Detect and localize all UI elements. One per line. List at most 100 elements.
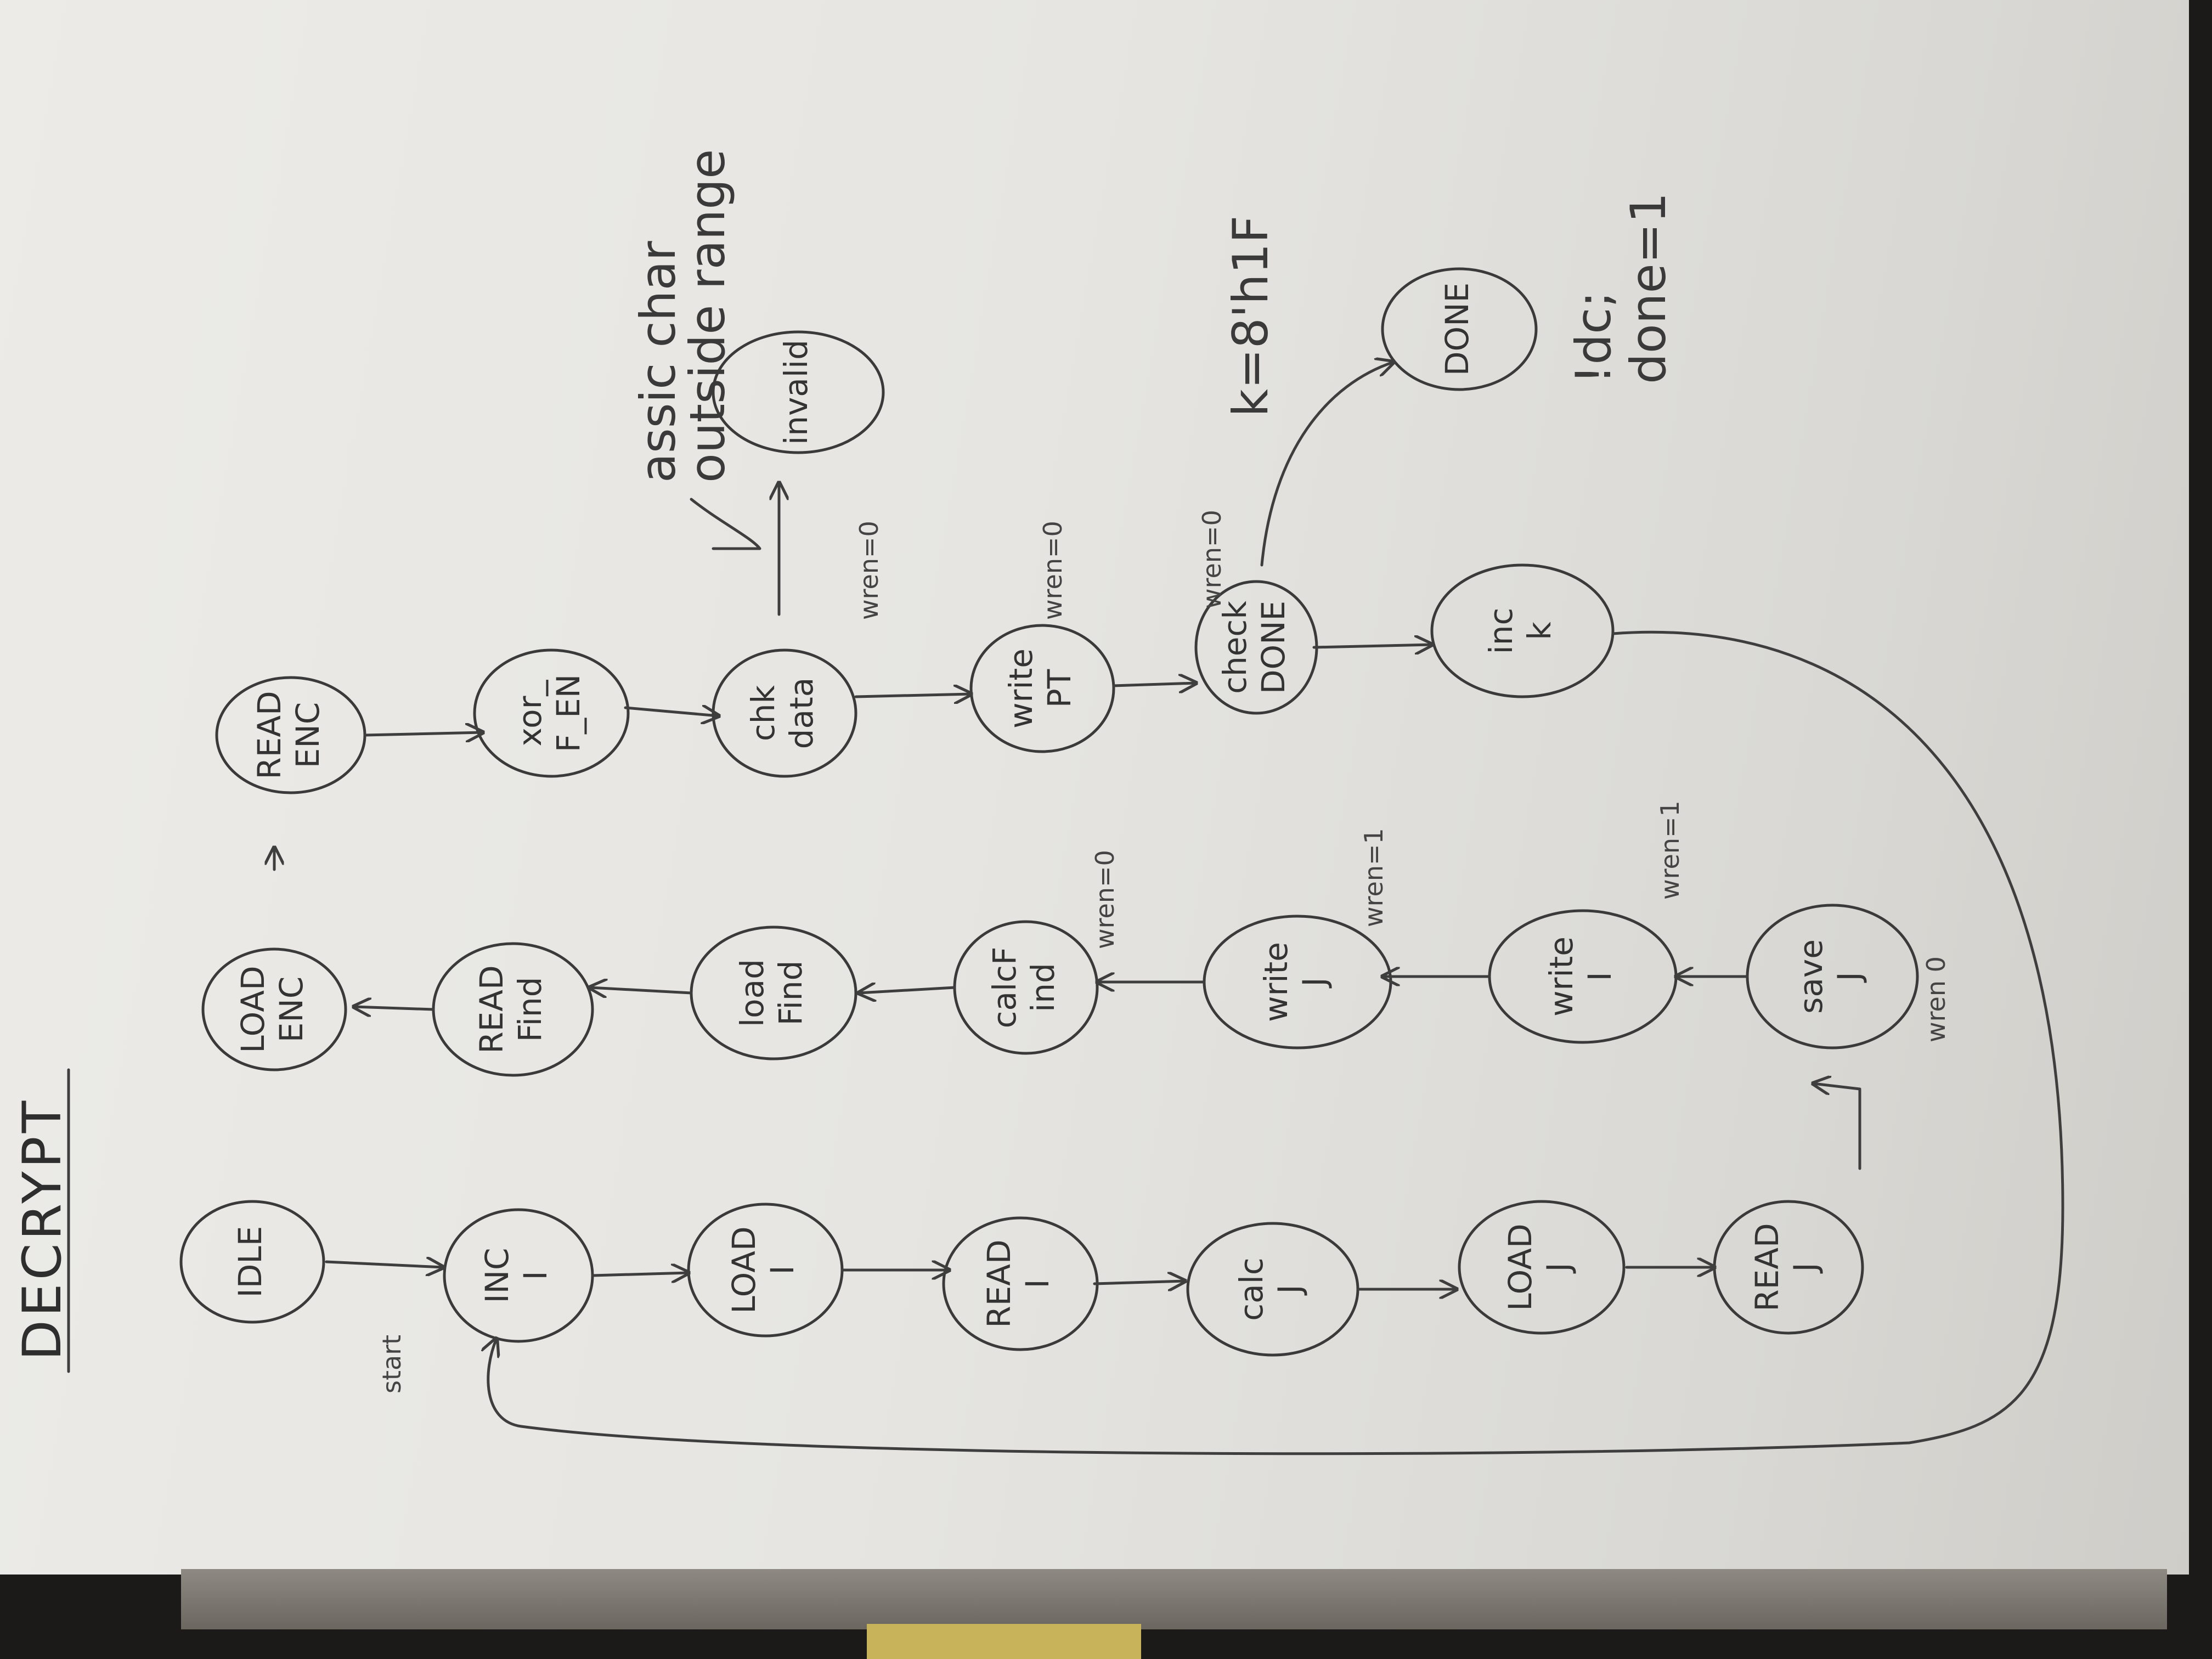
state-label-inc-i-0: INC: [478, 1248, 516, 1304]
state-node-idle: IDLE: [179, 1200, 325, 1324]
sticky-note-edge: [867, 1624, 1141, 1659]
edge-write-pt-check-done: [1112, 683, 1196, 686]
state-label-calc-find-0: calcF: [986, 947, 1023, 1029]
done-note-line1: !dc;: [1565, 291, 1622, 384]
state-label-invalid-0: invalid: [777, 340, 815, 445]
state-label-write-pt-0: write: [1002, 648, 1040, 729]
state-label-read-find-0: READ: [473, 965, 510, 1053]
state-label-calc-j-0: calc: [1233, 1257, 1270, 1321]
state-label-load-find-1: Find: [772, 961, 809, 1026]
diagram-title: DECRYPT: [12, 1098, 73, 1361]
start-label: start: [377, 1335, 407, 1393]
wren-chk-data-label: wren=0: [854, 521, 884, 620]
edge-check-done-inc-k: [1312, 645, 1432, 647]
paper-sheet: [0, 0, 2189, 1575]
state-label-write-i-1: I: [1581, 972, 1618, 981]
state-node-xor-flen: xor_F_EN: [473, 648, 630, 778]
state-circle-done: [1381, 267, 1538, 391]
state-label-check-done-0: check: [1216, 601, 1254, 694]
edge-chk-data-write-pt: [854, 694, 971, 697]
state-label-read-i-1: I: [1019, 1279, 1056, 1288]
state-label-write-j-1: J: [1296, 977, 1333, 988]
edge-read-j-save-j: [1813, 1084, 1861, 1170]
state-label-calc-find-1: ind: [1024, 963, 1062, 1012]
done-note-line2: done=1: [1620, 193, 1677, 384]
state-circle-inc-k: [1430, 563, 1615, 698]
state-label-idle-0: IDLE: [232, 1226, 269, 1298]
state-label-write-i-0: write: [1543, 936, 1580, 1017]
state-label-calc-j-1: J: [1271, 1284, 1308, 1295]
edge-read-enc-xor: [363, 732, 483, 735]
state-label-read-enc-0: READ: [251, 691, 288, 779]
state-label-read-j-1: J: [1787, 1262, 1824, 1273]
state-label-save-j-0: save: [1792, 939, 1830, 1014]
edge-idle-inc-i: [325, 1262, 443, 1267]
state-label-chk-data-0: chk: [744, 685, 782, 741]
edge-load-find-read-find: [590, 988, 693, 993]
state-circle-load-enc: [201, 947, 347, 1071]
wren-save-j-label: wren 0: [1921, 956, 1951, 1042]
edge-calc-find-load-find: [859, 988, 956, 993]
state-circle-load-j: [1458, 1200, 1626, 1335]
state-circle-idle: [179, 1200, 325, 1324]
state-label-save-j-1: J: [1831, 972, 1868, 983]
edge-xor-chk-data: [624, 708, 719, 716]
edge-inc-k-loop: [488, 630, 2064, 1455]
invalid-note-line1: assic char: [630, 240, 686, 483]
state-node-invalid: invalid: [712, 330, 885, 454]
invalid-note-line2: outside range: [679, 149, 736, 483]
state-label-read-enc-1: ENC: [289, 702, 326, 769]
wren-check-done-label: wren=0: [1197, 510, 1227, 609]
state-label-load-j-0: LOAD: [1502, 1223, 1539, 1311]
state-label-load-i-1: I: [764, 1265, 801, 1274]
state-label-check-done-1: DONE: [1255, 601, 1292, 694]
state-label-load-find-0: load: [733, 959, 771, 1027]
state-label-inc-k-0: inc: [1482, 608, 1520, 654]
edge-read-i-calc-j: [1093, 1281, 1185, 1284]
state-node-done: DONE: [1381, 267, 1538, 391]
state-label-read-i-0: READ: [980, 1239, 1018, 1328]
state-label-load-i-0: LOAD: [725, 1226, 763, 1313]
edge-read-find-load-enc: [354, 1007, 435, 1009]
state-circle-invalid: [712, 330, 885, 454]
invalid-note-pointer: [690, 498, 761, 550]
wren-write-j-label: wren=1: [1359, 828, 1389, 927]
wren-write-pt-label: wren=0: [1038, 521, 1068, 620]
state-label-chk-data-1: data: [783, 678, 820, 749]
wren-write-i-label: wren=1: [1655, 800, 1685, 900]
done-condition-label: k=8'h1F: [1222, 216, 1279, 417]
state-label-inc-k-1: k: [1521, 622, 1558, 640]
state-label-write-pt-1: PT: [1041, 669, 1078, 708]
state-circle-xor-flen: [473, 648, 630, 778]
binder-strip: [181, 1569, 2167, 1629]
state-label-load-enc-0: LOAD: [234, 966, 272, 1053]
state-label-load-j-1: J: [1540, 1262, 1577, 1273]
state-label-write-j-0: write: [1257, 942, 1295, 1022]
state-label-inc-i-1: I: [517, 1271, 554, 1280]
state-label-done-0: DONE: [1438, 283, 1476, 376]
edge-check-done-done: [1260, 362, 1393, 567]
wren-calc-find-label: wren=0: [1090, 850, 1120, 949]
state-label-xor-flen-0: xor_: [511, 680, 549, 747]
state-label-xor-flen-1: F_EN: [550, 674, 587, 752]
state-label-read-j-0: READ: [1748, 1223, 1786, 1311]
